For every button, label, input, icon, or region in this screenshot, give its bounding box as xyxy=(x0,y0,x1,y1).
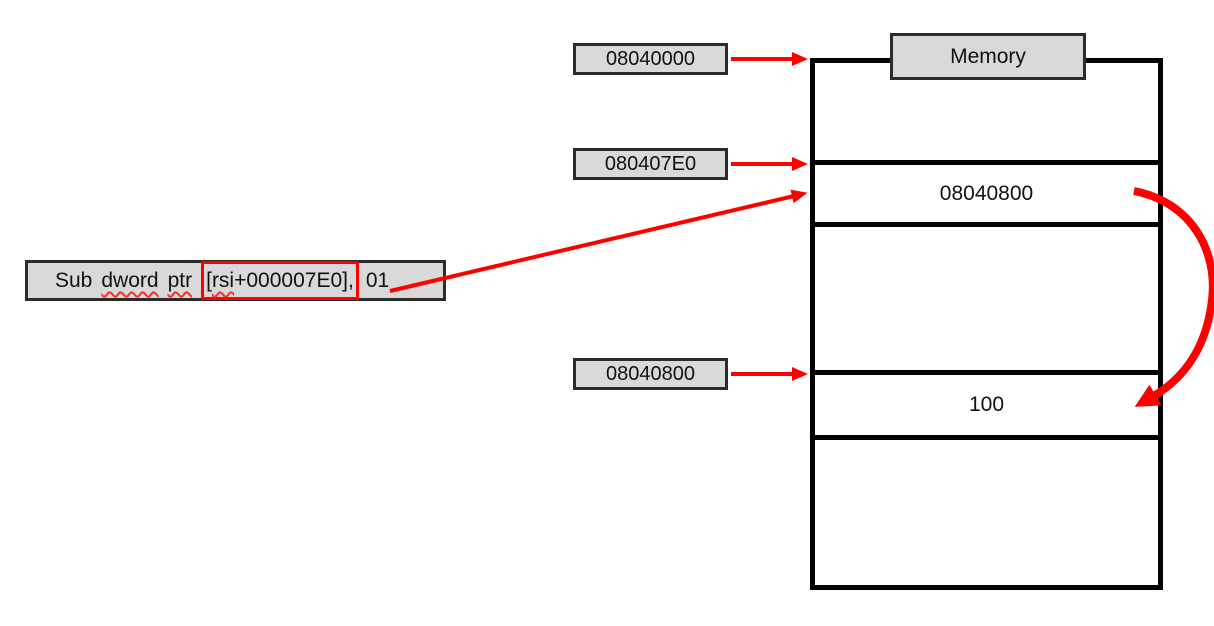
address-label: 080407E0 xyxy=(604,153,697,175)
address-label-box-08040800: 08040800 xyxy=(573,358,728,390)
memory-title-box: Memory xyxy=(890,33,1086,80)
address-label: 08040000 xyxy=(606,48,695,70)
instruction-mnemonic: Sub xyxy=(55,269,93,292)
address-label-box-08040000: 08040000 xyxy=(573,43,728,75)
instruction-ptr-keyword: ptr xyxy=(167,269,193,292)
memory-cell-3 xyxy=(815,227,1158,375)
memory-cell-4: 100 xyxy=(815,375,1158,440)
memory-block: 08040800 100 xyxy=(810,58,1163,590)
operand-displacement: +000007E0], xyxy=(234,269,354,292)
memory-cell-1 xyxy=(815,63,1158,165)
memory-title: Memory xyxy=(950,45,1026,68)
operand-open-bracket: [ xyxy=(206,269,212,292)
memory-cell-5 xyxy=(815,440,1158,585)
address-label-box-080407E0: 080407E0 xyxy=(573,148,728,180)
memory-cell-value: 08040800 xyxy=(939,181,1034,205)
operand-highlight-frame: [ rsi +000007E0], xyxy=(201,261,359,300)
instruction-immediate: 01 xyxy=(365,269,390,292)
instruction-box: Sub dword ptr [ rsi +000007E0], 01 xyxy=(25,260,446,301)
operand-register: rsi xyxy=(211,269,235,292)
memory-cell-value: 100 xyxy=(968,393,1005,416)
arrow-icon-instruction-to-memory-cell xyxy=(389,189,808,293)
memory-cell-2: 08040800 xyxy=(815,165,1158,227)
address-label: 08040800 xyxy=(606,363,695,385)
instruction-size-keyword: dword xyxy=(101,269,159,292)
